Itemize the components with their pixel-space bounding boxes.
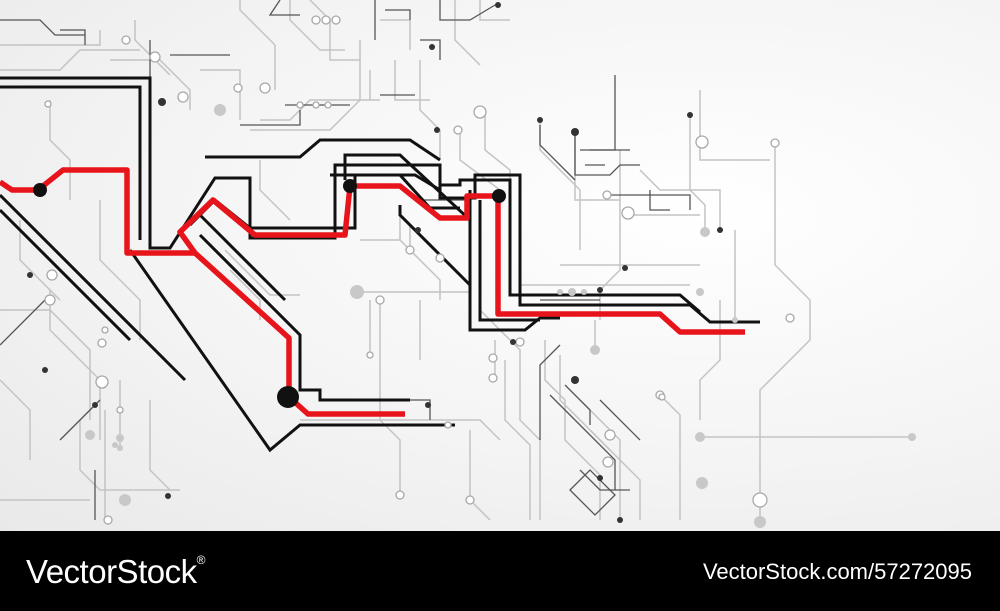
junction-dot [112, 442, 118, 448]
junction-dot [621, 206, 635, 220]
junction-dot [568, 288, 576, 296]
image-id: VectorStock.com/57272095 [702, 559, 972, 584]
junction-dot [434, 127, 440, 133]
junction-dot [754, 516, 766, 528]
junction-dot [101, 326, 109, 334]
junction-dot [233, 83, 243, 93]
junction-dot [375, 295, 385, 305]
junction-dot [687, 112, 693, 118]
junction-dot [177, 91, 189, 103]
junction-dot [537, 117, 543, 123]
junction-dot [700, 227, 710, 237]
watermark-bar: VectorStock® VectorStock.com/57272095 [0, 531, 1000, 611]
junction-dot [770, 138, 780, 148]
junction-dot [116, 406, 124, 414]
junction-dot [617, 517, 623, 523]
junction-dot [590, 345, 600, 355]
junction-dot [42, 367, 48, 373]
main-traces [0, 76, 760, 453]
brand-name: VectorStock [26, 553, 197, 590]
junction-dot [597, 287, 603, 293]
junction-dot [117, 445, 123, 451]
junction-dot [119, 494, 131, 506]
junction-dot [350, 285, 364, 299]
junction-dot [116, 434, 124, 442]
junction-dot [311, 15, 321, 25]
junction-dot [312, 101, 320, 109]
junction-dot [732, 317, 738, 323]
junction-dot [435, 253, 445, 263]
junction-dot [695, 135, 709, 149]
detail-traces [0, 0, 691, 520]
junction-dot [571, 376, 579, 384]
junction-dot [696, 477, 708, 489]
junction-dot [695, 432, 705, 442]
junction-dot [95, 375, 109, 389]
circuit-board-illustration [0, 0, 916, 528]
junction-dot [696, 288, 704, 296]
junction-dot [296, 101, 304, 109]
junction-dot [785, 313, 795, 323]
junction-dot [366, 351, 374, 359]
junction-dot [557, 289, 563, 295]
junction-dot [515, 337, 525, 347]
junction-dot [331, 15, 341, 25]
junction-dot [103, 515, 113, 525]
junction-dot [415, 227, 421, 233]
junction-dot [92, 402, 98, 408]
junction-dot [324, 101, 332, 109]
trace-node [492, 189, 506, 203]
brand-logo: VectorStock® [26, 553, 205, 591]
junction-dot [425, 402, 431, 408]
registered-mark: ® [196, 553, 206, 567]
junction-dot [44, 100, 52, 108]
trace-node [33, 183, 47, 197]
junction-dot [602, 190, 612, 200]
junction-dot [453, 125, 463, 135]
junction-dot [473, 105, 487, 119]
junction-dot [27, 272, 33, 278]
junction-dot [717, 227, 723, 233]
trace-node [343, 179, 357, 193]
junction-dot [444, 421, 452, 429]
junction-dot [581, 289, 587, 295]
circuit-artwork [0, 0, 1000, 531]
junction-dot [214, 104, 226, 116]
junction-dot [488, 373, 498, 383]
junction-dot [158, 98, 166, 106]
junction-dot [752, 492, 768, 508]
junction-dot [429, 44, 435, 50]
junction-dot [97, 338, 107, 348]
junction-dot [259, 82, 271, 94]
junction-dot [46, 269, 58, 281]
junction-dot [622, 265, 628, 271]
junction-dot [604, 429, 616, 441]
junction-dot [85, 430, 95, 440]
junction-dot [321, 15, 331, 25]
junction-dot [149, 51, 161, 63]
junction-dot [121, 35, 131, 45]
junction-dot [395, 490, 405, 500]
trace-nodes [33, 179, 506, 408]
junction-dot [510, 339, 516, 345]
junction-dot [488, 353, 498, 363]
junction-dot [495, 2, 501, 8]
junction-dot [165, 493, 171, 499]
junction-dot [44, 294, 56, 306]
junction-dot [908, 433, 916, 441]
junction-dot [405, 245, 415, 255]
junction-dot [465, 495, 475, 505]
junction-dot [597, 475, 603, 481]
junction-points [27, 2, 916, 528]
trace-node [277, 386, 299, 408]
junction-dot [571, 128, 579, 136]
junction-dot [602, 456, 614, 468]
junction-dot [658, 393, 666, 401]
